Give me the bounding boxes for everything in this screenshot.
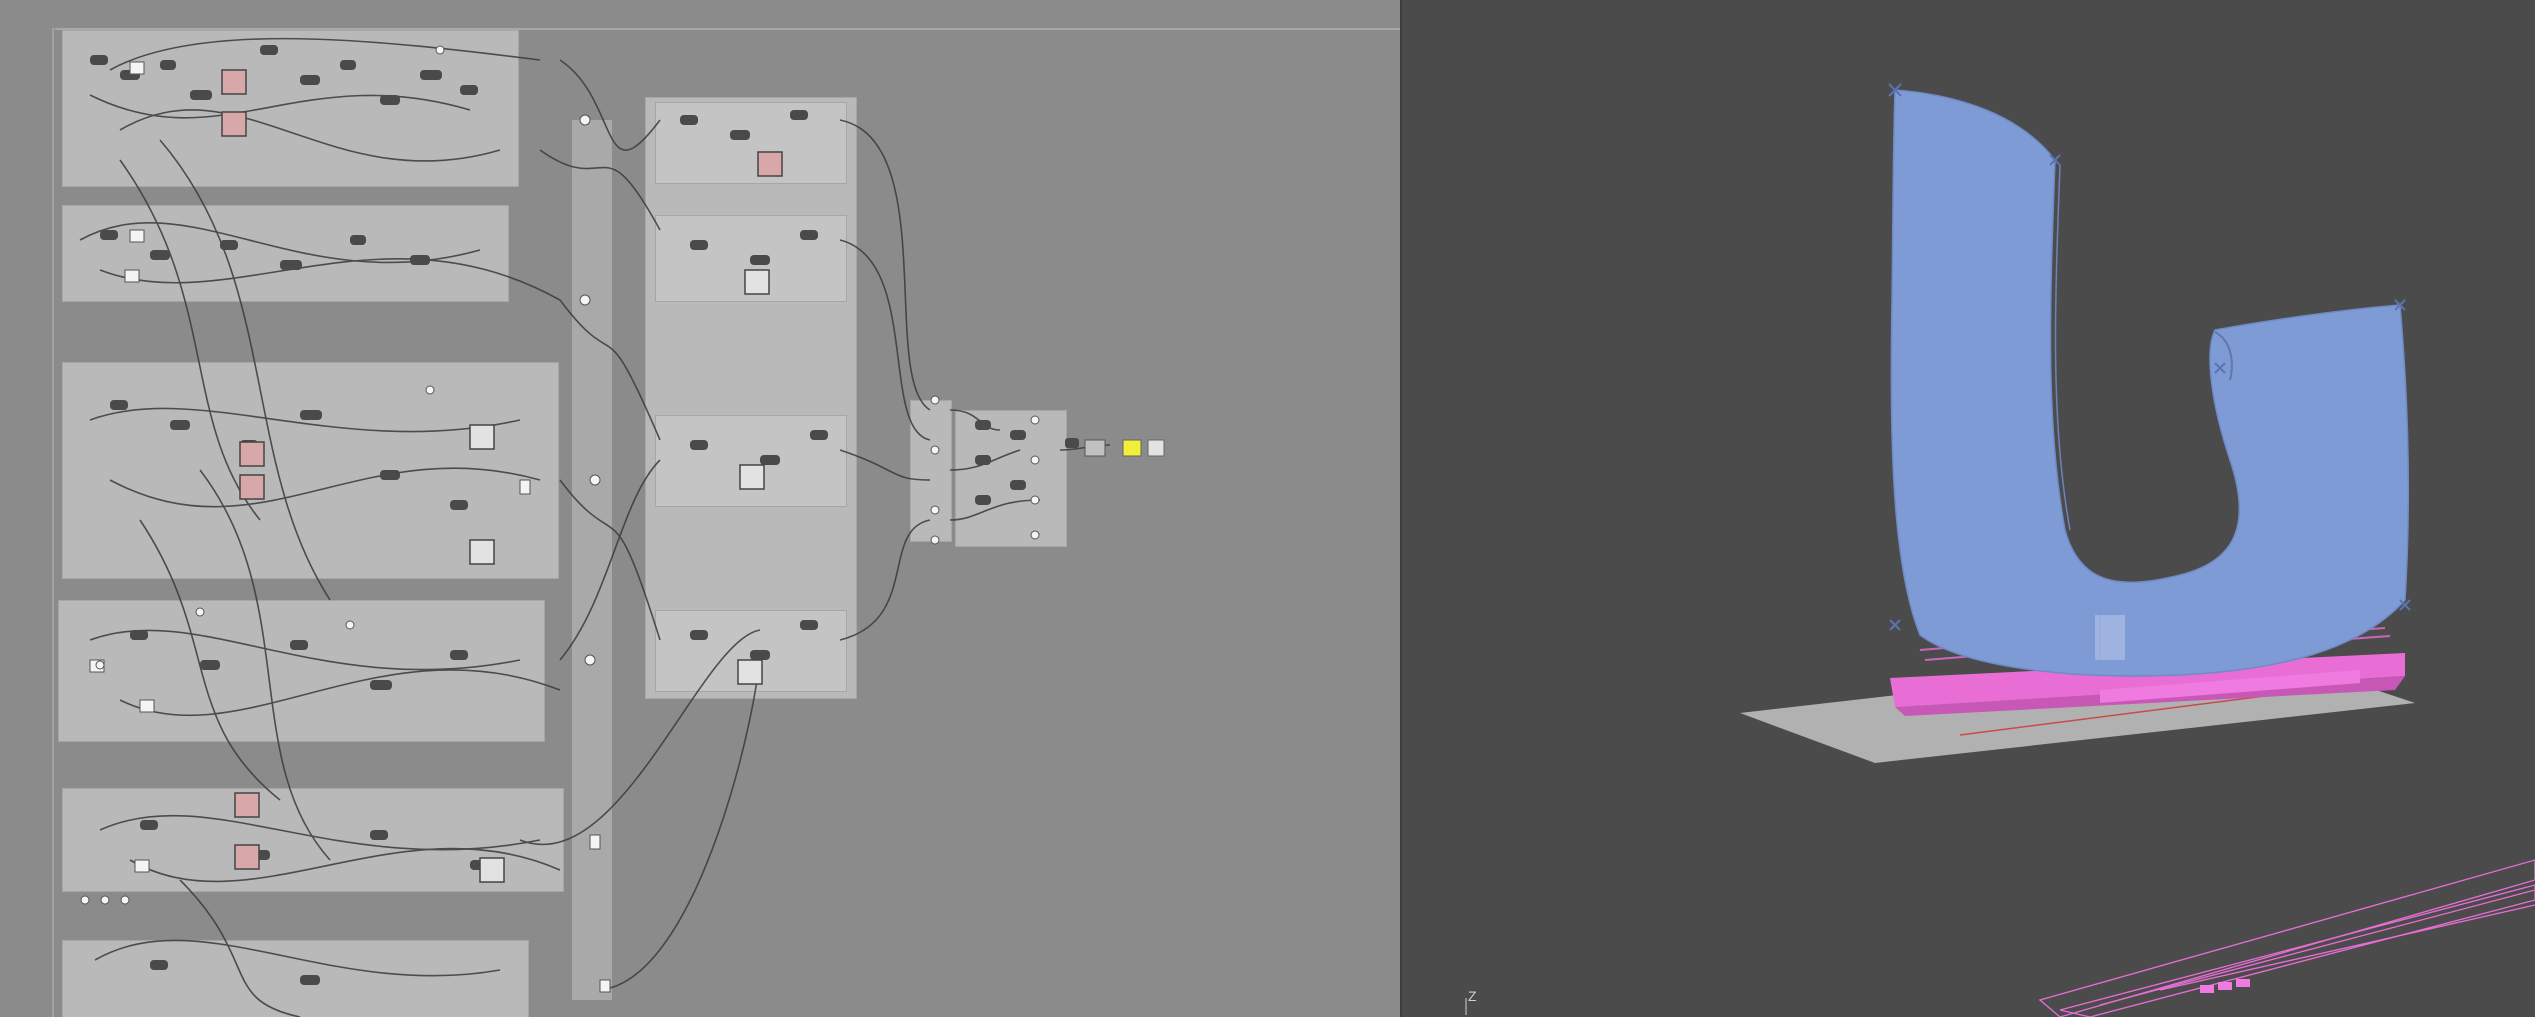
rhino-viewport[interactable]: Z — [1400, 0, 2535, 1017]
node-group-7[interactable] — [645, 97, 857, 699]
node-group-8[interactable] — [910, 400, 952, 542]
node-group-4[interactable] — [58, 600, 545, 742]
node-group-2[interactable] — [62, 205, 509, 302]
grasshopper-canvas[interactable] — [0, 0, 1400, 1017]
axis-z-label: Z — [1468, 988, 1477, 1004]
output-panel-node — [1122, 439, 1142, 457]
pane-divider[interactable] — [1400, 0, 1402, 1017]
u-surface — [1890, 89, 2410, 677]
canvas-top-edge — [55, 28, 1400, 30]
plan-drawing — [2038, 859, 2535, 1017]
node-group-6[interactable] — [62, 940, 529, 1017]
canvas-left-edge — [52, 28, 54, 1017]
node-column-strip — [572, 120, 612, 1000]
node-wires — [79, 37, 1165, 1017]
output-param-node — [1084, 439, 1106, 457]
base-slab — [1890, 653, 2405, 707]
viewport-scene — [1465, 83, 2535, 1017]
